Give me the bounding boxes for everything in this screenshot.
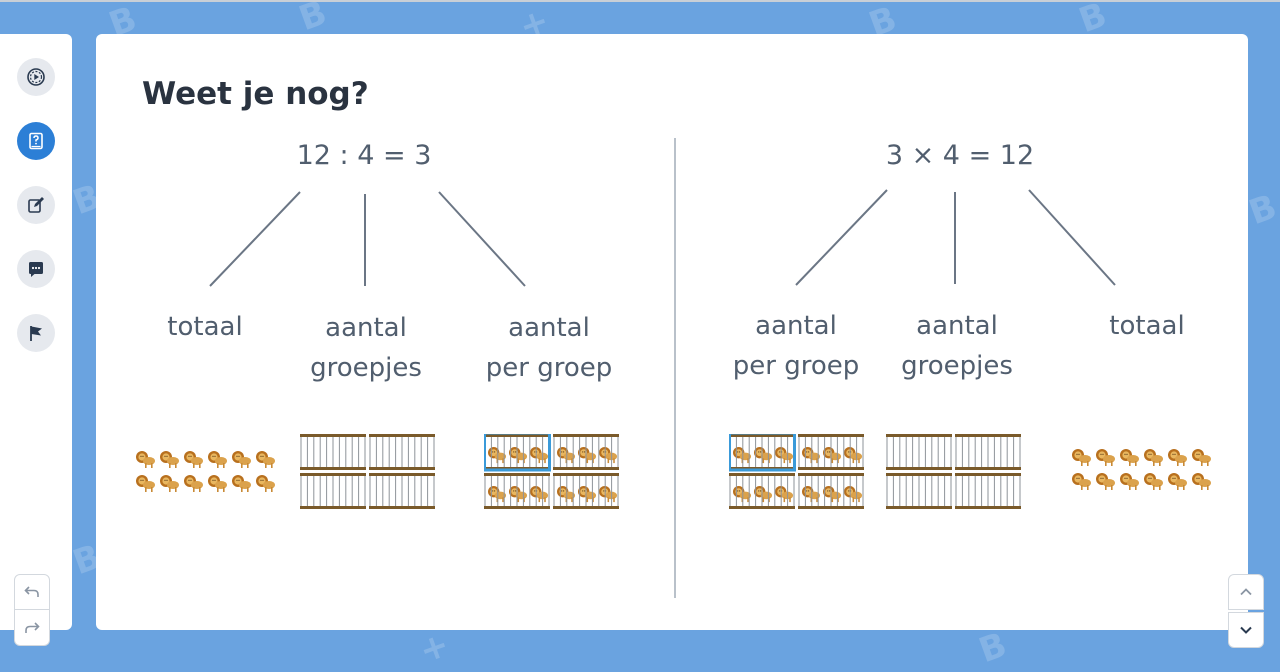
empty-cages-illustration <box>300 434 435 509</box>
right-label-aantal-groepjes: aantal groepjes <box>901 311 1013 381</box>
redo-button[interactable] <box>14 610 50 646</box>
left-equation: 12 : 4 = 3 <box>296 140 432 171</box>
filled-cages-illustration <box>484 434 619 509</box>
play-circle-icon <box>27 68 45 86</box>
left-label-totaal: totaal <box>167 312 243 342</box>
sidebar-item-chat[interactable] <box>17 250 55 288</box>
right-label-aantal-per-groep: aantal per groep <box>732 311 860 381</box>
sidebar <box>0 34 72 630</box>
background-pattern: + <box>414 624 455 672</box>
background-pattern: B <box>1243 186 1280 234</box>
right-label-totaal: totaal <box>1109 311 1185 341</box>
scroll-down-button[interactable] <box>1228 612 1264 648</box>
lions-group-illustration <box>136 451 275 492</box>
sidebar-item-play[interactable] <box>17 58 55 96</box>
right-equation: 3 × 4 = 12 <box>885 140 1035 171</box>
redo-icon <box>25 621 40 633</box>
section-divider <box>674 138 676 598</box>
sidebar-item-flag[interactable] <box>17 314 55 352</box>
chat-icon <box>29 262 43 277</box>
scroll-up-button[interactable] <box>1228 574 1264 610</box>
flag-icon <box>30 326 42 341</box>
connector-lines <box>209 189 1116 287</box>
undo-button[interactable] <box>14 574 50 610</box>
empty-cages-illustration <box>886 434 1021 509</box>
sidebar-item-question[interactable] <box>17 122 55 160</box>
left-label-aantal-per-groep: aantal per groep <box>485 313 613 383</box>
sidebar-item-edit[interactable] <box>17 186 55 224</box>
page-title: Weet je nog? <box>142 76 369 112</box>
top-border <box>0 0 1280 2</box>
left-label-aantal-groepjes: aantal groepjes <box>310 313 422 383</box>
background-pattern: B <box>973 624 1012 672</box>
edit-icon <box>28 197 44 213</box>
lions-group-illustration <box>1072 449 1211 490</box>
filled-cages-illustration <box>729 434 864 509</box>
chevron-up-icon <box>1240 588 1252 596</box>
undo-icon <box>24 586 39 597</box>
chevron-down-icon <box>1240 626 1252 634</box>
question-book-icon <box>29 132 43 150</box>
content-card: Weet je nog? 12 : 4 = 3 totaal aantal gr… <box>96 34 1248 630</box>
